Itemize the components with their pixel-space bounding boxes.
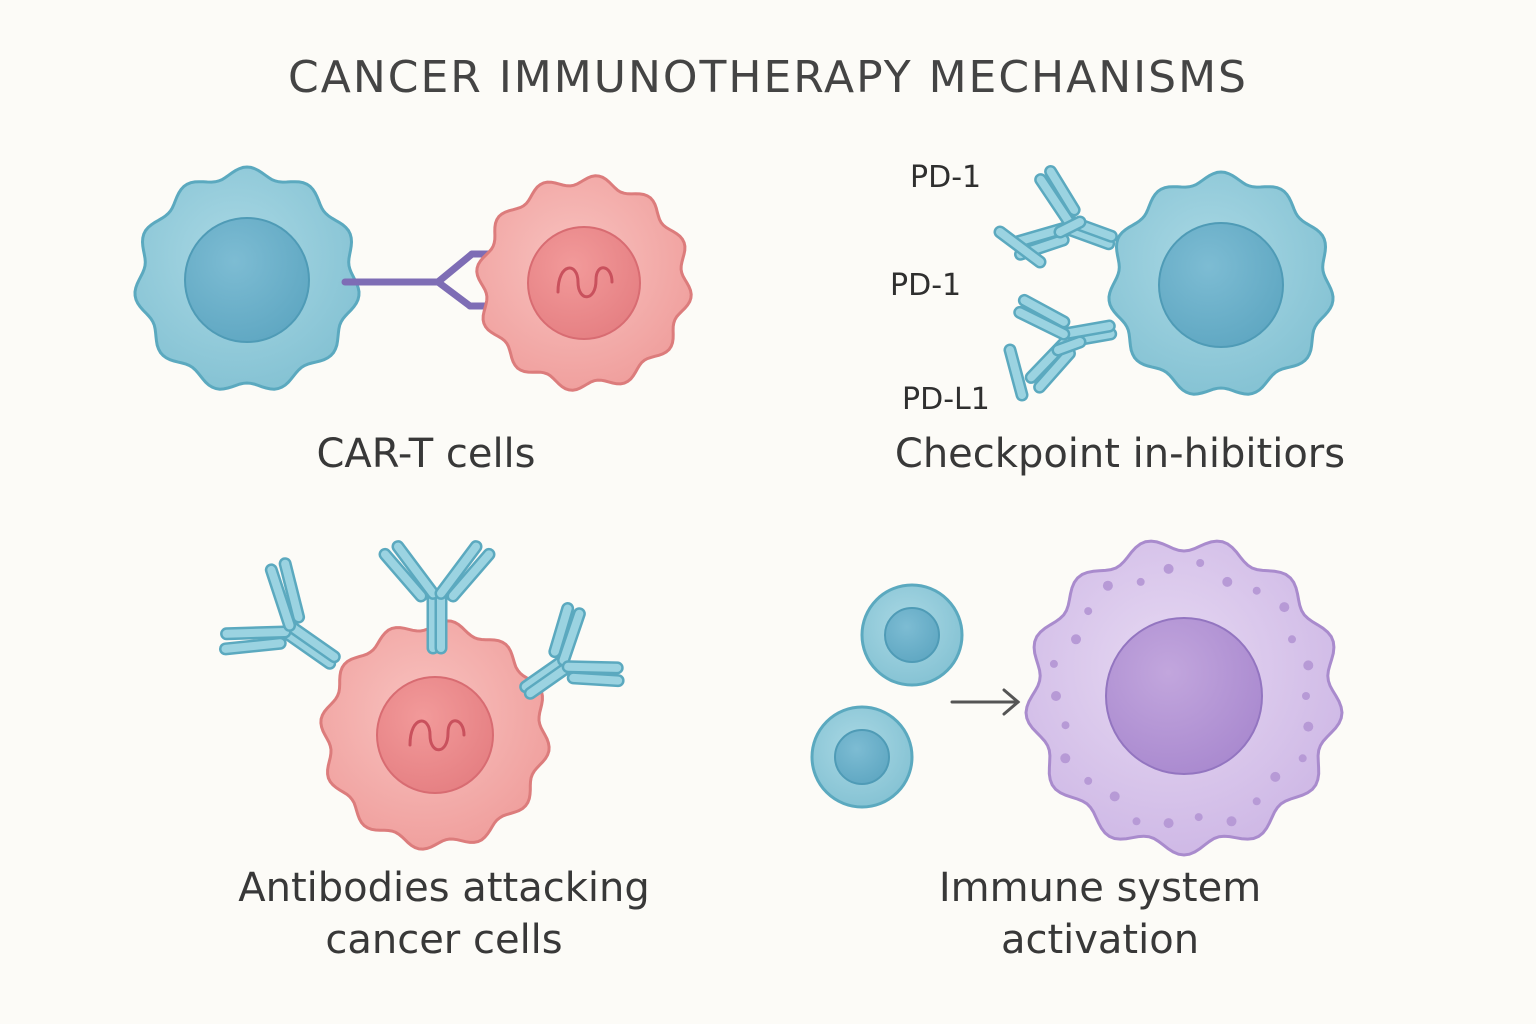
antibody-arm [564, 662, 622, 672]
t-cell-nucleus [184, 217, 310, 343]
pdl1-label: PD-L1 [902, 382, 990, 417]
antibody-stem [1059, 322, 1114, 339]
cancer-cell-nucleus [376, 676, 494, 794]
activation-caption-line1: Immune system [938, 865, 1262, 911]
granule [1109, 791, 1120, 802]
pd1-receptor-icon [993, 165, 1118, 402]
receptor-segment [996, 228, 1044, 266]
antibody [1011, 165, 1118, 261]
granule [1222, 576, 1233, 587]
granule [1061, 721, 1070, 730]
car-receptor-icon [341, 250, 494, 310]
antibody-stem [280, 627, 334, 668]
granule [1136, 577, 1145, 586]
antibody [378, 540, 496, 655]
granule [1051, 691, 1061, 701]
granule [1132, 817, 1141, 826]
activated-cell-nucleus [1105, 617, 1263, 775]
granule [1252, 797, 1261, 806]
granule [1084, 776, 1093, 785]
antibody-arm [381, 550, 425, 600]
antibody-arm [559, 609, 584, 665]
granule [1252, 586, 1261, 595]
granule [1049, 659, 1058, 668]
antibody-arm [221, 639, 285, 653]
checkpoint-panel [993, 165, 1335, 402]
car-t-caption-text: CAR-T cells [316, 431, 536, 477]
antibody-stem [526, 662, 573, 698]
antibody [1013, 293, 1118, 394]
granule [1060, 753, 1071, 764]
antibody-arm [550, 604, 572, 656]
pd1-label: PD-1 [910, 160, 982, 195]
antibody-arm [222, 627, 289, 638]
car-t-caption: CAR-T cells [226, 428, 626, 480]
antibodies-caption-line2: cancer cells [325, 917, 563, 963]
antibody-arm [1020, 296, 1068, 326]
antibodies-caption-line1: Antibodies attacking [238, 865, 650, 911]
granule [1163, 818, 1174, 829]
cell-granules [1049, 559, 1314, 829]
granule [1279, 602, 1290, 613]
granule [1163, 563, 1174, 574]
antibody-icon [219, 540, 625, 700]
antibody-arm [1036, 175, 1072, 225]
small-immune-cell-nucleus [834, 729, 890, 785]
granule [1071, 634, 1081, 645]
granule [1270, 771, 1281, 782]
page-title: CANCER IMMUNOTHERAPY MECHANISMS [288, 52, 1248, 103]
antibodies-panel [219, 540, 625, 851]
granule [1303, 660, 1314, 671]
antibody [519, 602, 625, 700]
car-t-panel [133, 165, 693, 392]
cancer-dna-icon [408, 719, 466, 752]
antibody-arm [267, 565, 294, 630]
granule [1102, 580, 1113, 591]
arrow-right-icon [950, 688, 1021, 716]
antibody [219, 557, 341, 670]
checkpoint-caption: Checkpoint in-hibitiors [860, 428, 1380, 480]
t-cell-nucleus [1158, 222, 1284, 348]
antibody-stem [285, 621, 339, 661]
antibody-arm [281, 559, 303, 622]
antibody-arm [437, 542, 480, 598]
antibody-arm [569, 673, 623, 685]
granule [1303, 721, 1314, 732]
granule [1226, 816, 1237, 827]
granule [1288, 635, 1296, 644]
receptor-segment [1056, 218, 1084, 236]
antibody-arm [1015, 308, 1068, 339]
granule [1298, 754, 1307, 763]
granule [1194, 813, 1203, 822]
pdl1-segment [1006, 346, 1026, 399]
receptor-segment [1054, 338, 1084, 354]
pd1-label: PD-1 [890, 268, 962, 303]
antibodies-caption: Antibodies attacking cancer cells [200, 862, 688, 966]
activation-caption: Immune system activation [890, 862, 1310, 966]
activation-caption-line2: activation [1000, 917, 1200, 963]
pd1-receptor [993, 215, 1087, 402]
cancer-cell-nucleus [527, 226, 641, 340]
granule [1084, 607, 1093, 616]
granule [1196, 559, 1205, 567]
antibody-arm [449, 550, 493, 600]
small-immune-cell-nucleus [884, 607, 940, 663]
antibody-stem [521, 656, 568, 691]
cancer-dna-icon [556, 266, 614, 299]
checkpoint-caption-text: Checkpoint in-hibitiors [894, 431, 1346, 477]
activation-panel [810, 539, 1344, 857]
granule [1302, 692, 1310, 700]
antibody-arm [1035, 349, 1074, 392]
antibody-arm [394, 542, 437, 598]
antibody-arm [1046, 167, 1079, 214]
